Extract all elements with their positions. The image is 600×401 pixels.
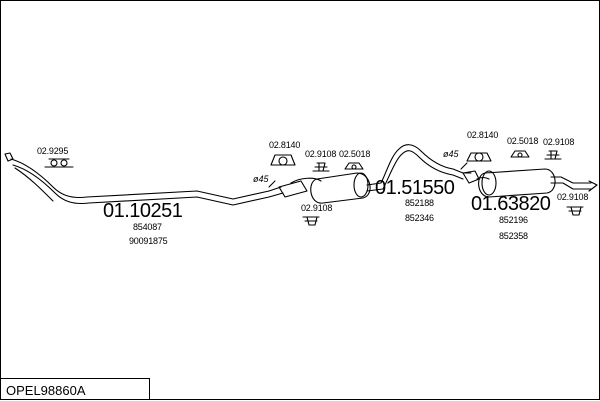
- rear-silencer: [462, 168, 598, 198]
- mount-part-2b: [566, 206, 584, 216]
- section-ref-centre-1: 852188: [405, 198, 434, 208]
- title-box: OPEL98860A: [0, 378, 150, 400]
- gasket-label-2: 02.5018: [507, 136, 539, 146]
- hanger-label-2: 02.8140: [467, 130, 499, 140]
- mount-label-1b: 02.9108: [301, 203, 333, 213]
- section-ref-rear-1: 852196: [499, 215, 528, 225]
- section-code-centre-silencer: 01.51550: [375, 177, 455, 199]
- gasket-label-1: 02.5018: [339, 149, 371, 159]
- diameter-marker-2: [460, 162, 468, 170]
- section-code-rear-silencer: 01.63820: [471, 193, 551, 215]
- gasket-part-2: [510, 150, 530, 158]
- hanger-part-2: [466, 152, 492, 162]
- mount-part-1b: [302, 216, 320, 226]
- section-ref-front-pipe-2: 90091875: [129, 236, 168, 246]
- centre-silencer: [278, 144, 472, 204]
- mount-label-2b: 02.9108: [557, 192, 589, 202]
- section-ref-front-pipe-1: 854087: [133, 222, 162, 232]
- diagram-title: OPEL98860A: [6, 383, 86, 398]
- mount-part-2: [544, 150, 562, 160]
- front-pipe: [4, 152, 284, 206]
- front-clamp-label: 02.9295: [37, 146, 69, 156]
- mount-label-2: 02.9108: [543, 137, 575, 147]
- diameter-label-1: ø45: [253, 174, 269, 184]
- section-code-front-pipe: 01.10251: [103, 200, 183, 222]
- section-ref-centre-2: 852346: [405, 213, 434, 223]
- hanger-part-1: [270, 154, 296, 166]
- diameter-marker-1: [268, 180, 276, 188]
- gasket-part-1: [344, 162, 364, 170]
- section-ref-rear-2: 852358: [499, 231, 528, 241]
- mount-part-1: [312, 162, 330, 172]
- hanger-label-1: 02.8140: [269, 140, 301, 150]
- diameter-label-2: ø45: [443, 149, 459, 159]
- mount-label-1: 02.9108: [305, 149, 337, 159]
- front-clamp-part: [44, 158, 74, 168]
